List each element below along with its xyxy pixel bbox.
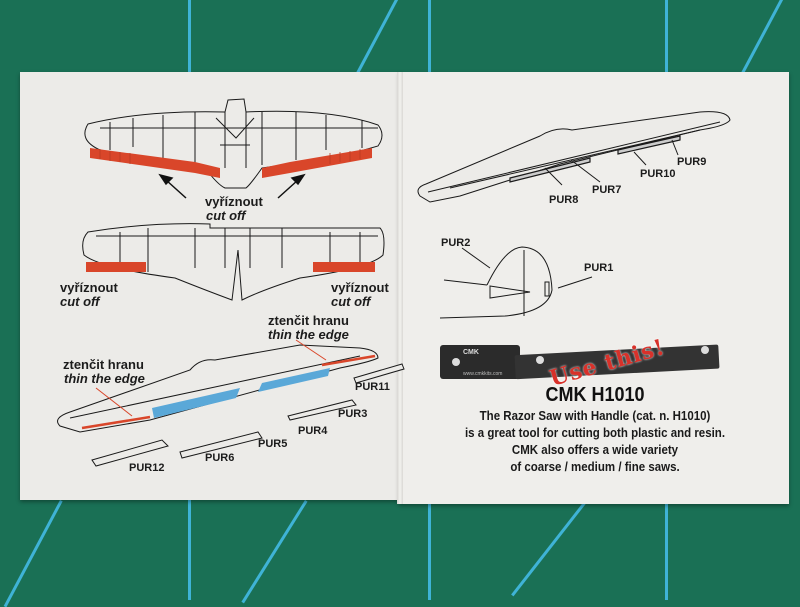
- cut-area-left-middle: [86, 262, 146, 272]
- cut-area-right: [262, 148, 372, 178]
- top-wing-diagram: [84, 98, 383, 189]
- advert-line: is a great tool for cutting both plastic…: [464, 426, 726, 440]
- thin-edge-right-en: thin the edge: [268, 327, 349, 342]
- advert-line: CMK also offers a wide variety: [511, 443, 679, 457]
- arrow-icon: [158, 173, 306, 199]
- cut-area-right-middle: [313, 262, 375, 272]
- right-wing-diagram: [417, 111, 731, 203]
- part-label-pur7: PUR7: [592, 184, 622, 196]
- advert-title: CMK H1010: [545, 384, 645, 406]
- thin-edge-right-cz: ztenčit hranu: [268, 313, 349, 328]
- saw-url-text: www.cmkkits.com: [463, 371, 503, 377]
- loose-parts: [91, 363, 405, 467]
- part-label-pur2: PUR2: [441, 237, 471, 249]
- part-label-pur8: PUR8: [549, 194, 579, 206]
- advert-line: of coarse / medium / fine saws.: [510, 460, 680, 474]
- saw-brand-text: CMK: [463, 349, 479, 356]
- part-label-pur11: PUR11: [355, 381, 390, 393]
- edge-line-left: [81, 415, 151, 430]
- razor-saw-image: [440, 344, 720, 380]
- cut-label-cz: vyříznout: [205, 194, 263, 209]
- bottom-wing-diagram: [57, 344, 379, 433]
- resin-area-blue-1: [152, 388, 240, 418]
- right-cut-label-en: cut off: [331, 294, 371, 309]
- cut-area-left: [90, 148, 220, 178]
- left-cut-label-cz: vyříznout: [60, 280, 118, 295]
- part-label-pur9: PUR9: [677, 156, 707, 168]
- part-label-pur5: PUR5: [258, 438, 288, 450]
- part-label-pur10: PUR10: [640, 168, 676, 180]
- thin-edge-left-cz: ztenčit hranu: [63, 357, 144, 372]
- tail-diagram: [439, 246, 593, 319]
- advert-description: The Razor Saw with Handle (cat. n. H1010…: [400, 408, 790, 476]
- right-cut-label-cz: vyříznout: [331, 280, 389, 295]
- part-label-pur3: PUR3: [338, 408, 368, 420]
- middle-wing-diagram: [82, 223, 385, 301]
- cut-label-en: cut off: [206, 208, 246, 223]
- edge-line-right: [321, 354, 376, 367]
- resin-area-blue-2: [258, 368, 330, 392]
- part-label-pur12: PUR12: [129, 462, 165, 474]
- part-label-pur6: PUR6: [205, 452, 235, 464]
- advert-line: The Razor Saw with Handle (cat. n. H1010…: [479, 409, 711, 423]
- page-fold: [397, 72, 403, 504]
- thin-edge-left-en: thin the edge: [64, 371, 145, 386]
- part-label-pur4: PUR4: [298, 425, 328, 437]
- part-label-pur1: PUR1: [584, 262, 614, 274]
- left-cut-label-en: cut off: [60, 294, 100, 309]
